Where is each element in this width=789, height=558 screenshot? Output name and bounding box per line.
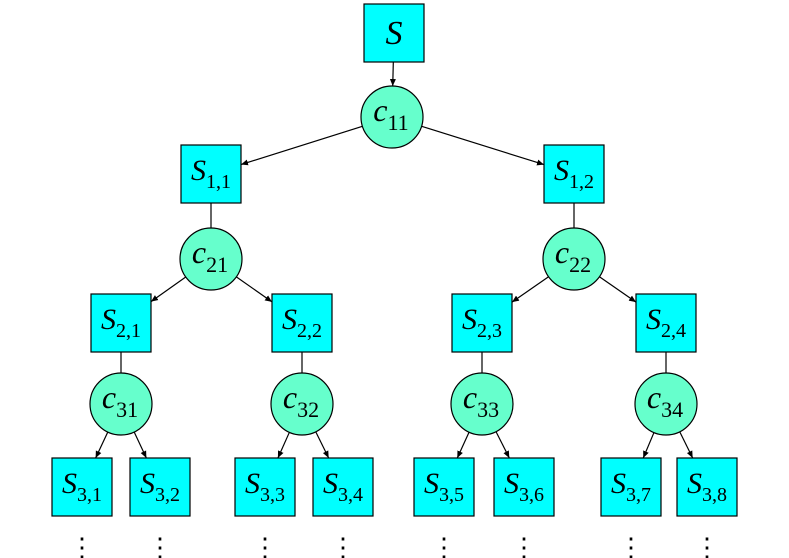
- state-node-S36: S3,6: [493, 457, 555, 517]
- node-label: c21: [192, 234, 228, 277]
- node-label: S2,2: [282, 303, 322, 342]
- node-label: S3,8: [687, 467, 727, 506]
- chance-node-c22: c22: [542, 227, 606, 291]
- continuation-dots-S34: ⋮: [330, 533, 356, 558]
- node-label: c32: [283, 379, 319, 422]
- continuation-dots-S33: ⋮: [252, 533, 278, 558]
- state-node-S12: S1,2: [543, 144, 605, 204]
- state-node-S11: S1,1: [180, 144, 242, 204]
- continuation-dots-S31: ⋮: [69, 533, 95, 558]
- node-label: c33: [463, 379, 499, 422]
- edge-c33-S35: [456, 431, 470, 459]
- continuation-dots-S37: ⋮: [618, 533, 644, 558]
- chance-node-c21: c21: [179, 227, 243, 291]
- edge-c31-S31: [95, 431, 109, 459]
- state-node-S31: S3,1: [51, 457, 113, 517]
- state-node-S33: S3,3: [234, 457, 296, 517]
- edge-c21-S21: [150, 276, 187, 303]
- continuation-dots-S32: ⋮: [147, 533, 173, 558]
- node-label: S3,7: [611, 467, 651, 506]
- edge-root-c11: [389, 61, 396, 87]
- state-node-S21: S2,1: [90, 293, 152, 353]
- edge-c34-S38: [679, 431, 694, 459]
- edge-c22-S24: [599, 276, 637, 303]
- edge-c22-S23: [511, 276, 549, 303]
- continuation-dots-S38: ⋮: [694, 533, 720, 558]
- node-label: c11: [373, 92, 408, 135]
- chance-node-c34: c34: [634, 372, 698, 436]
- edge-c32-S34: [315, 431, 330, 459]
- state-node-root: S: [363, 3, 425, 63]
- edge-c33-S36: [495, 431, 510, 459]
- node-label: S: [386, 15, 403, 52]
- node-label: S3,5: [424, 467, 464, 506]
- edge-c31-S32: [133, 431, 147, 459]
- state-node-S32: S3,2: [129, 457, 191, 517]
- node-label: c22: [555, 234, 591, 277]
- node-label: S2,1: [101, 303, 141, 342]
- continuation-dots-S35: ⋮: [431, 533, 457, 558]
- chance-node-c33: c33: [450, 372, 514, 436]
- node-label: S3,3: [245, 467, 285, 506]
- edge-c11-S12: [421, 125, 545, 166]
- chance-node-c11: c11: [360, 85, 424, 149]
- edge-c21-S22: [236, 276, 273, 303]
- edge-c34-S37: [642, 432, 655, 459]
- edge-c11-S11: [240, 125, 363, 166]
- state-node-S35: S3,5: [413, 457, 475, 517]
- node-label: S2,3: [462, 303, 502, 342]
- chance-node-c32: c32: [270, 372, 334, 436]
- node-label: c31: [102, 379, 138, 422]
- node-label: S3,1: [62, 467, 102, 506]
- state-node-S38: S3,8: [676, 457, 738, 517]
- state-node-S34: S3,4: [312, 457, 374, 517]
- edges: [95, 61, 694, 459]
- continuation-dots-S36: ⋮: [511, 533, 537, 558]
- state-node-S24: S2,4: [635, 293, 697, 353]
- edge-c32-S33: [277, 432, 290, 459]
- node-label: S3,6: [504, 467, 544, 506]
- continuation-dots: ⋮ ⋮ ⋮ ⋮ ⋮ ⋮ ⋮ ⋮: [69, 533, 720, 558]
- chance-node-c31: c31: [89, 372, 153, 436]
- node-label: S3,4: [323, 467, 363, 506]
- node-label: S1,2: [554, 154, 594, 193]
- node-label: S1,1: [191, 154, 231, 193]
- node-label: c34: [647, 379, 683, 422]
- state-node-S23: S2,3: [451, 293, 513, 353]
- node-label: S2,4: [646, 303, 686, 342]
- state-node-S37: S3,7: [600, 457, 662, 517]
- state-node-S22: S2,2: [271, 293, 333, 353]
- node-label: S3,2: [140, 467, 180, 506]
